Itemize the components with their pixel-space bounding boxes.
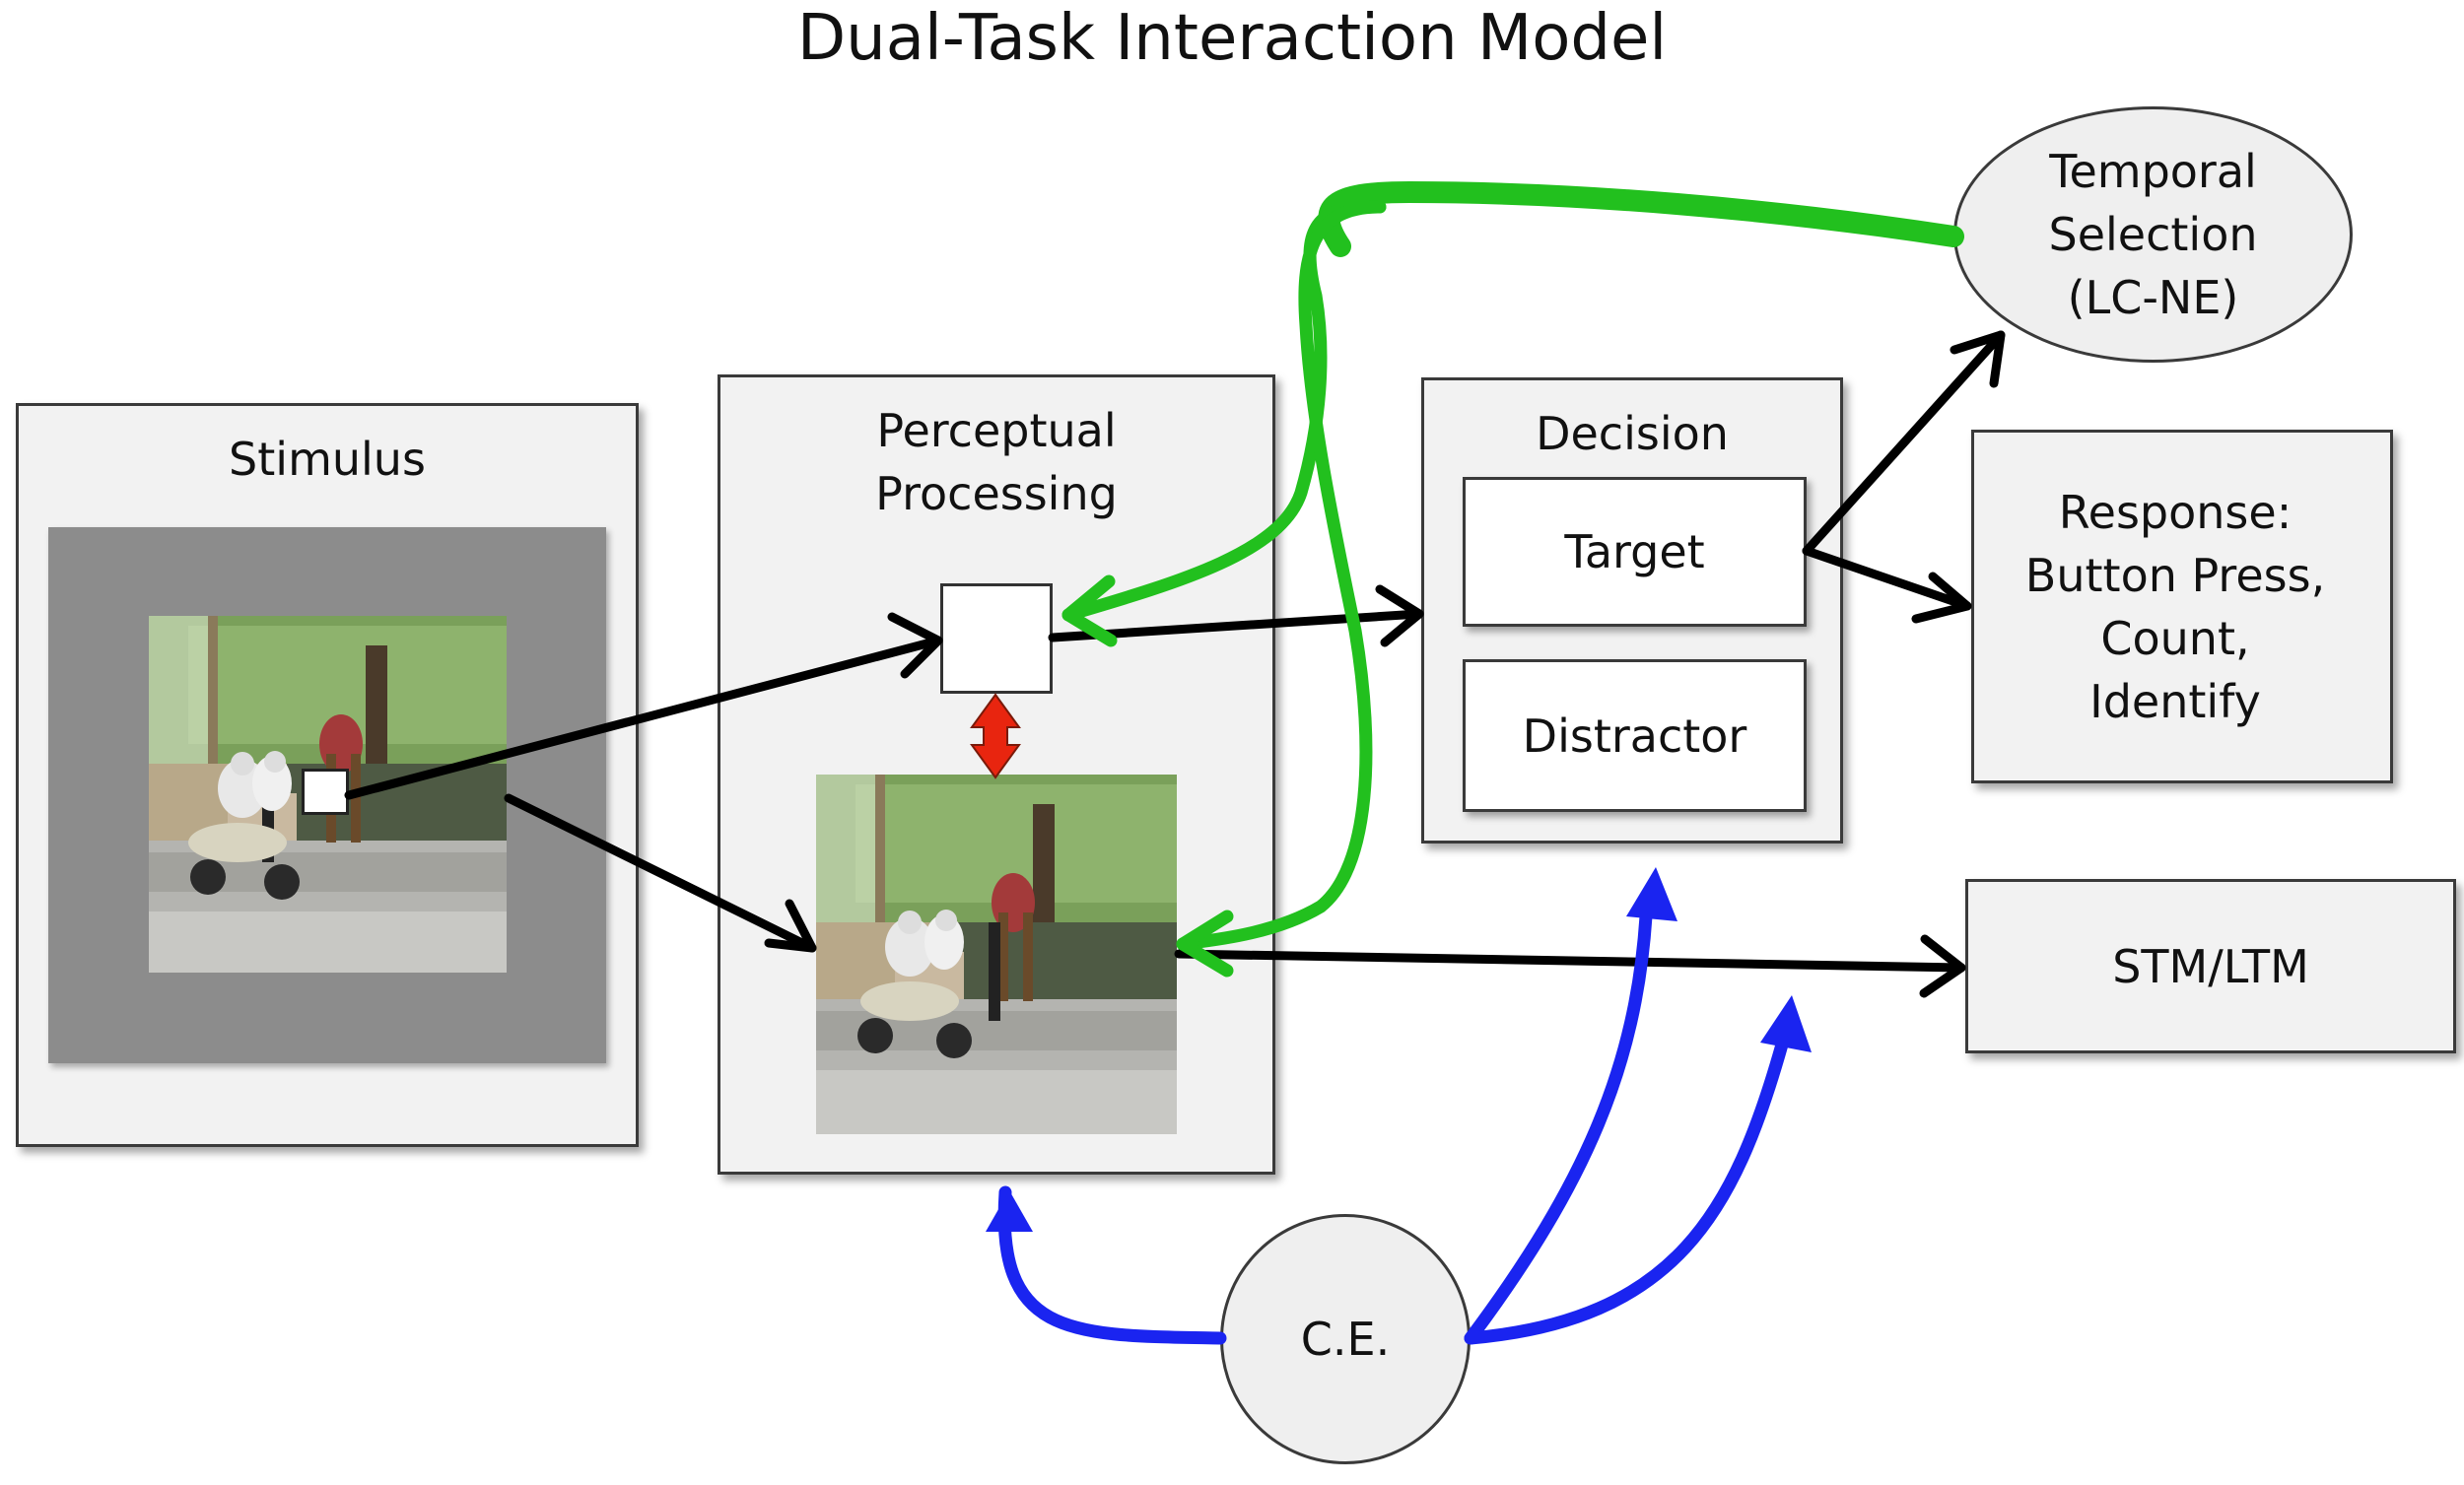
decision-label: Decision bbox=[1536, 407, 1729, 460]
stimulus-label: Stimulus bbox=[229, 433, 426, 486]
temporal-line2: Selection bbox=[2048, 208, 2258, 261]
arrowhead-blue-to-memory bbox=[1760, 995, 1812, 1052]
arrowhead-blue-to-perceptual bbox=[986, 1190, 1033, 1232]
arrowhead-feature-to-decision bbox=[1375, 584, 1424, 647]
arrow-image-to-memory bbox=[1174, 949, 1966, 973]
stimulus-target-square bbox=[302, 769, 349, 815]
temporal-line3: (LC-NE) bbox=[2067, 271, 2239, 324]
response-line2: Button Press, bbox=[2024, 548, 2326, 602]
response-line3: Count, bbox=[2100, 611, 2250, 665]
ce-label: C.E. bbox=[1300, 1313, 1391, 1366]
target-box: Target bbox=[1463, 477, 1807, 627]
perceptual-label-line2: Processing bbox=[875, 467, 1118, 520]
blue-arrow-to-perceptual bbox=[997, 1185, 1227, 1345]
blue-arrow-to-decision bbox=[1464, 910, 1653, 1345]
temporal-line1: Temporal bbox=[2049, 145, 2257, 198]
stm-ltm-box: STM/LTM bbox=[1965, 879, 2456, 1053]
response-box: Response: Button Press, Count, Identify bbox=[1971, 430, 2393, 783]
response-line1: Response: bbox=[2058, 485, 2293, 539]
arrowhead-image-to-memory bbox=[1919, 934, 1966, 998]
target-label: Target bbox=[1564, 525, 1705, 578]
perceptual-label-line1: Perceptual bbox=[876, 404, 1117, 457]
street-scene-image bbox=[816, 775, 1177, 1134]
arrowhead-target-to-temporal bbox=[1950, 330, 2006, 388]
arrowhead-target-to-response bbox=[1911, 572, 1972, 624]
perceptual-feature-square bbox=[940, 583, 1053, 694]
green-thick-segment bbox=[1318, 181, 1964, 257]
arrowhead-blue-to-decision bbox=[1626, 867, 1677, 921]
perceptual-photo bbox=[816, 775, 1177, 1134]
response-line4: Identify bbox=[2089, 674, 2261, 728]
distractor-label: Distractor bbox=[1522, 709, 1747, 763]
blue-arrow-to-memory bbox=[1464, 1038, 1789, 1345]
stm-ltm-label: STM/LTM bbox=[2112, 939, 2309, 993]
diagram-title: Dual-Task Interaction Model bbox=[796, 2, 1668, 75]
central-executive-circle: C.E. bbox=[1220, 1214, 1471, 1464]
distractor-box: Distractor bbox=[1463, 659, 1807, 812]
temporal-selection-oval: Temporal Selection (LC-NE) bbox=[1953, 106, 2353, 363]
